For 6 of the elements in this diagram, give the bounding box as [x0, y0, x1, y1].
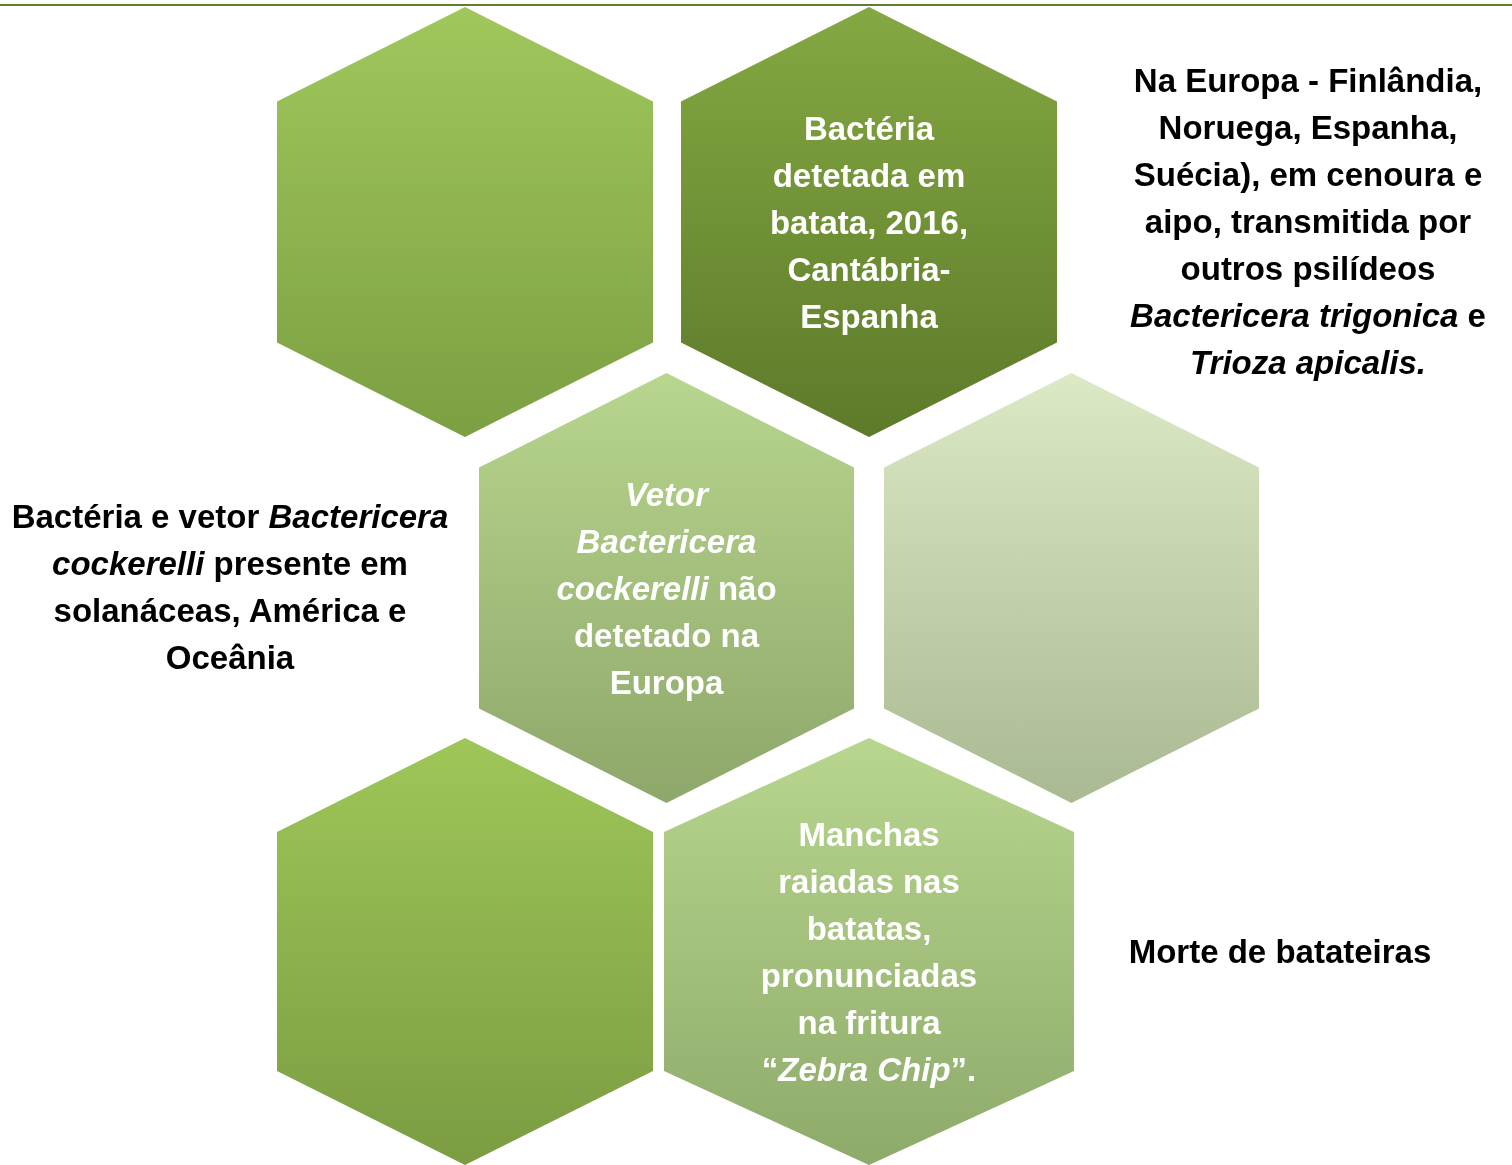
hexagon-text: Vetor Bactericera cockerelli não detetado na Europa — [555, 474, 778, 703]
note-text: Bactéria e vetor Bactericera cockerelli presente em solanáceas, América e Oceânia — [10, 497, 450, 678]
hexagon-text: Manchas raiadas nas batatas, pronunciadas na fritura “Zebra Chip”. — [759, 814, 979, 1090]
note-text: Na Europa - Finlândia, Noruega, Espanha, Suécia), em cenoura e aipo, transmitida por outros psilídeos Bactericera trigonica e Trioza apicalis. — [1129, 61, 1487, 383]
note-text: Morte de batateiras — [1127, 932, 1433, 972]
hexagon-text: Bactéria detetada em batata, 2016, Cantábria-Espanha — [768, 108, 970, 337]
